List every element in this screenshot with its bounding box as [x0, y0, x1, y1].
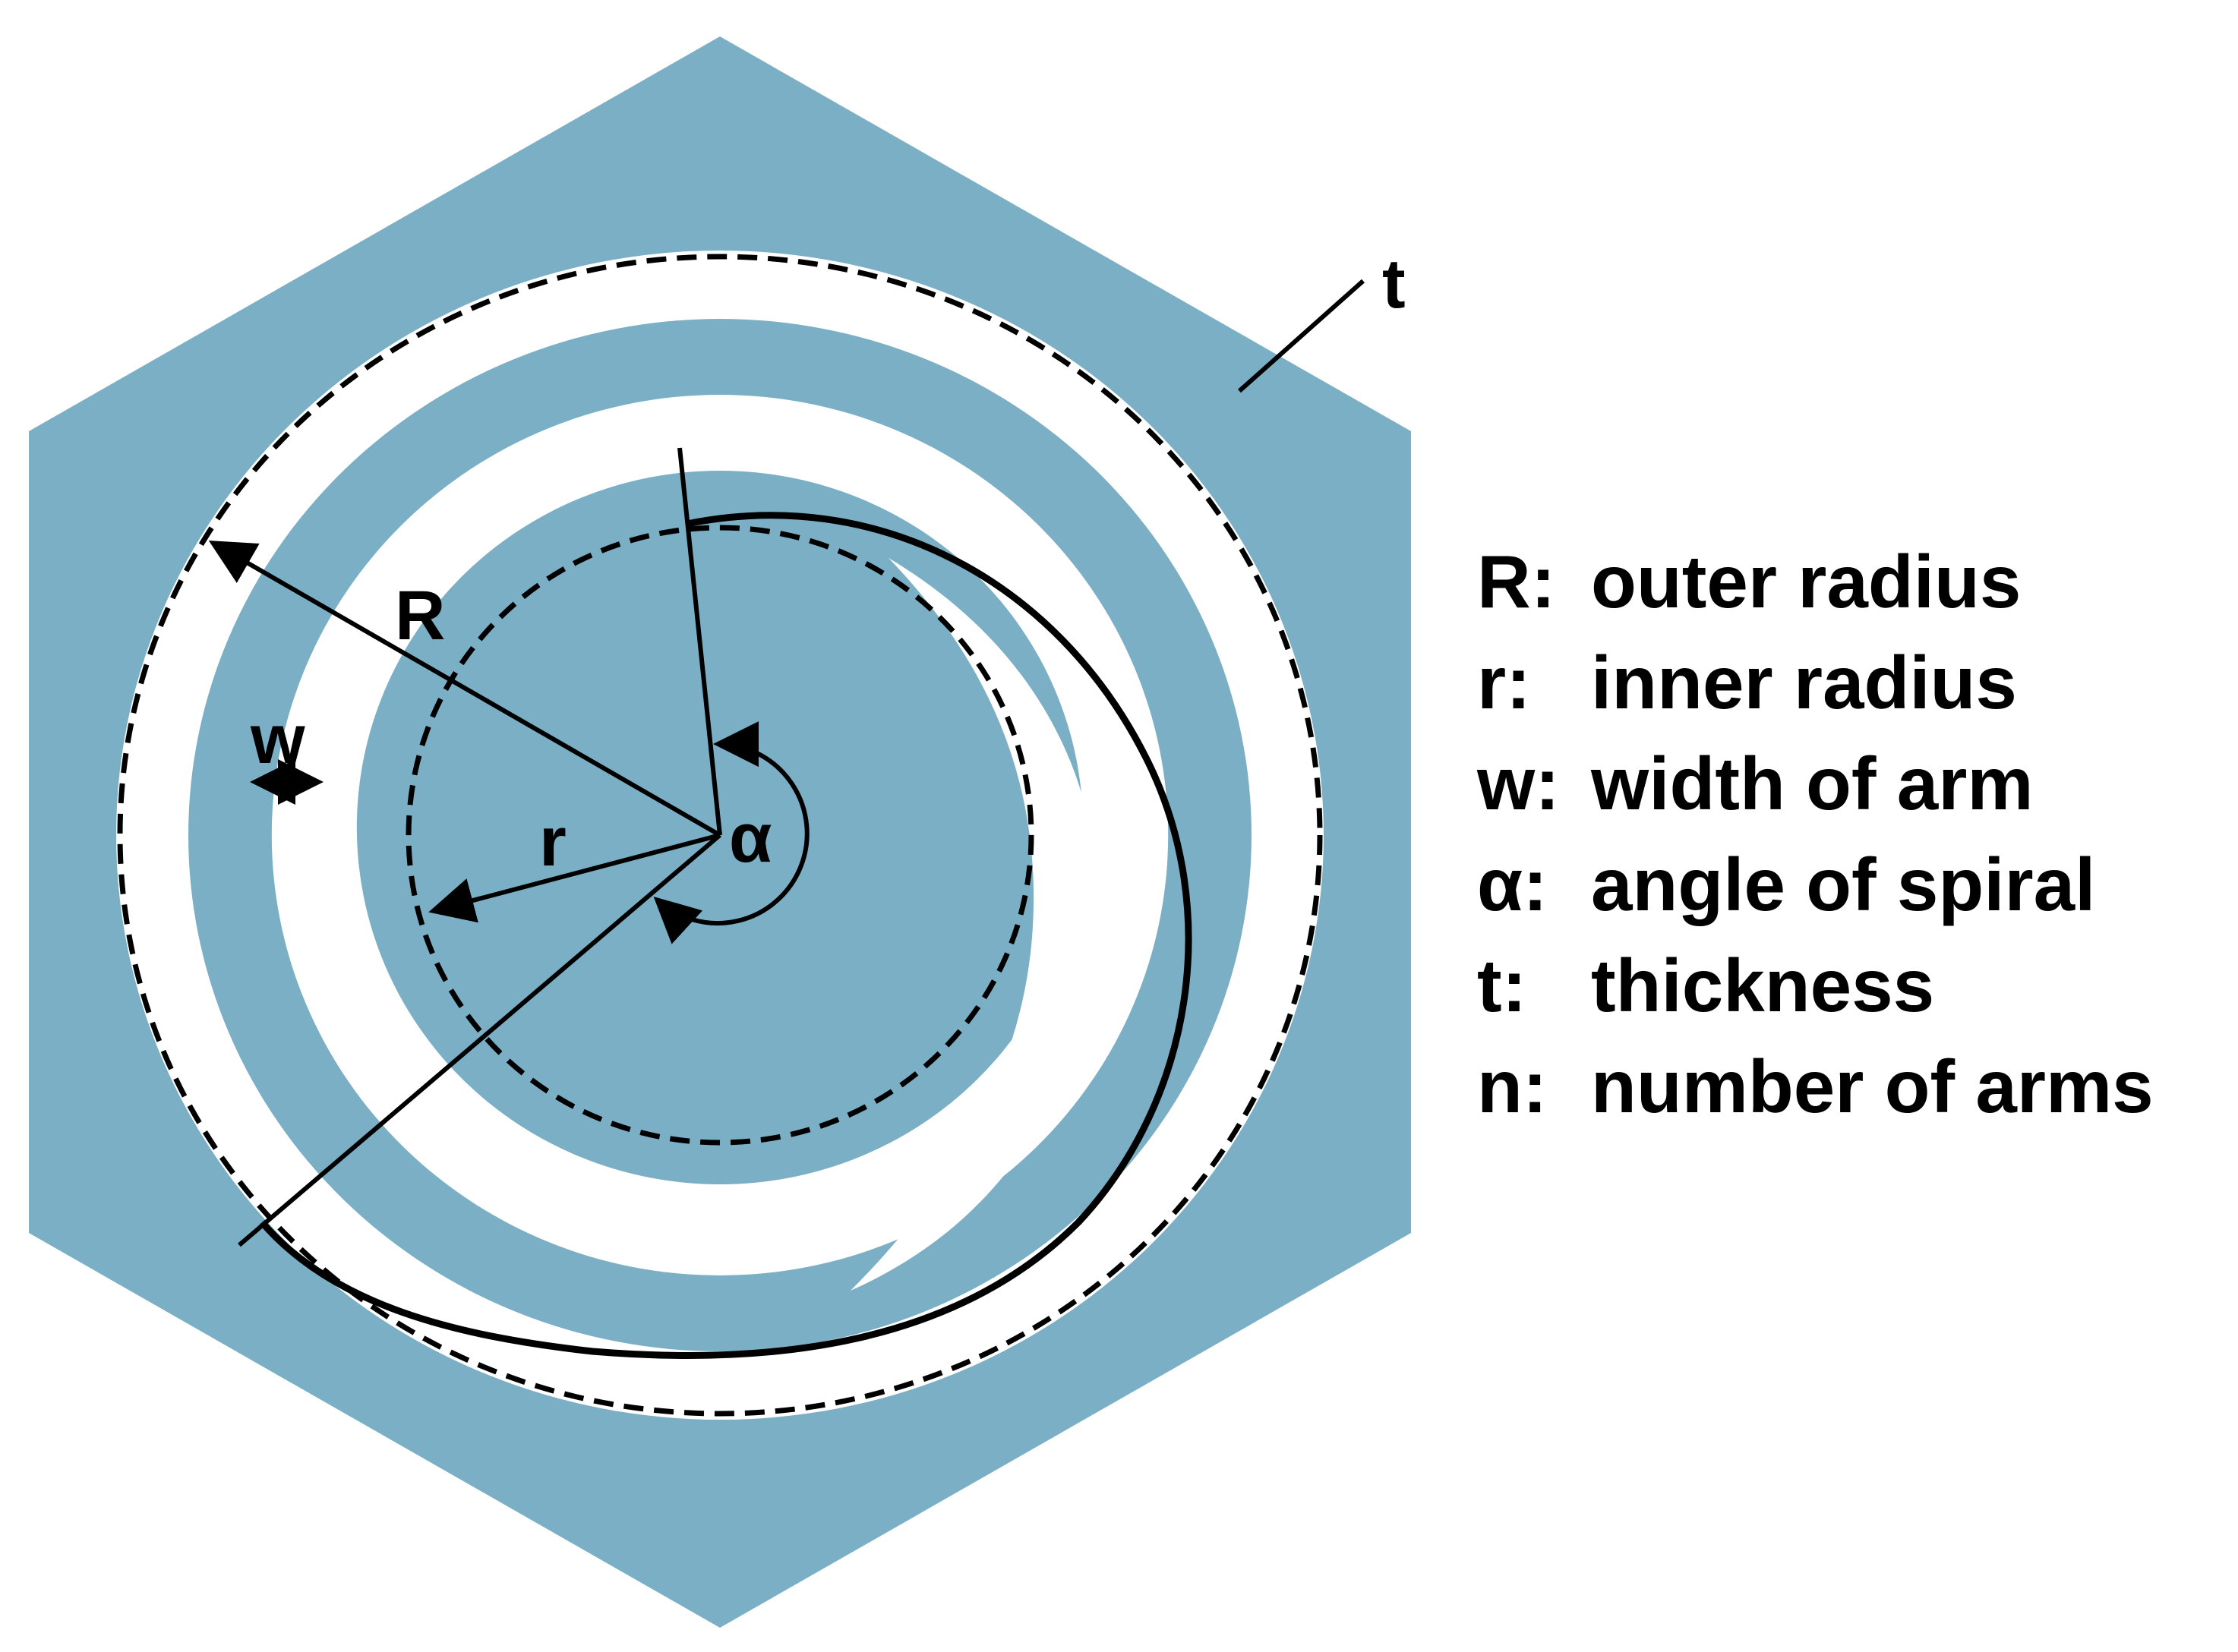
legend-symbol: R: [1477, 540, 1556, 623]
legend-item-outer-radius: R: outer radius [1477, 531, 2154, 632]
label-t: t [1382, 245, 1406, 323]
legend-text: width of arm [1591, 742, 2034, 825]
inner-crescent-gap [851, 558, 1098, 1291]
legend-symbol: α: [1477, 843, 1548, 926]
outer-radius-arrow [208, 541, 721, 837]
legend-text: inner radius [1591, 641, 2017, 724]
spiral-angle-arc [653, 721, 810, 944]
legend-symbol: t: [1477, 944, 1527, 1027]
legend-symbol: n: [1477, 1045, 1548, 1128]
label-R: R [395, 577, 445, 654]
legend-item-spiral-angle: α: angle of spiral [1477, 834, 2154, 935]
thickness-leader-line [1238, 279, 1365, 393]
spiral-end-radius [238, 833, 721, 1247]
legend-item-inner-radius: r: inner radius [1477, 632, 2154, 733]
legend-item-thickness: t: thickness [1477, 935, 2154, 1036]
legend-text: number of arms [1591, 1045, 2154, 1128]
label-w: w [250, 701, 305, 778]
legend-symbol: w: [1477, 742, 1560, 825]
outer-radius-circle [117, 254, 1323, 1417]
legend-item-number-of-arms: n: number of arms [1477, 1036, 2154, 1137]
legend-item-arm-width: w: width of arm [1477, 733, 2154, 834]
label-r: r [539, 803, 567, 881]
legend-symbol: r: [1477, 641, 1531, 724]
parameter-legend: R: outer radius r: inner radius w: width… [1477, 531, 2154, 1137]
legend-text: outer radius [1591, 540, 2022, 623]
spiral-arm-path [259, 512, 1192, 1359]
legend-text: angle of spiral [1591, 843, 2096, 926]
legend-text: thickness [1591, 944, 1935, 1027]
label-alpha: α [729, 799, 772, 877]
inner-radius-circle [406, 525, 1034, 1146]
